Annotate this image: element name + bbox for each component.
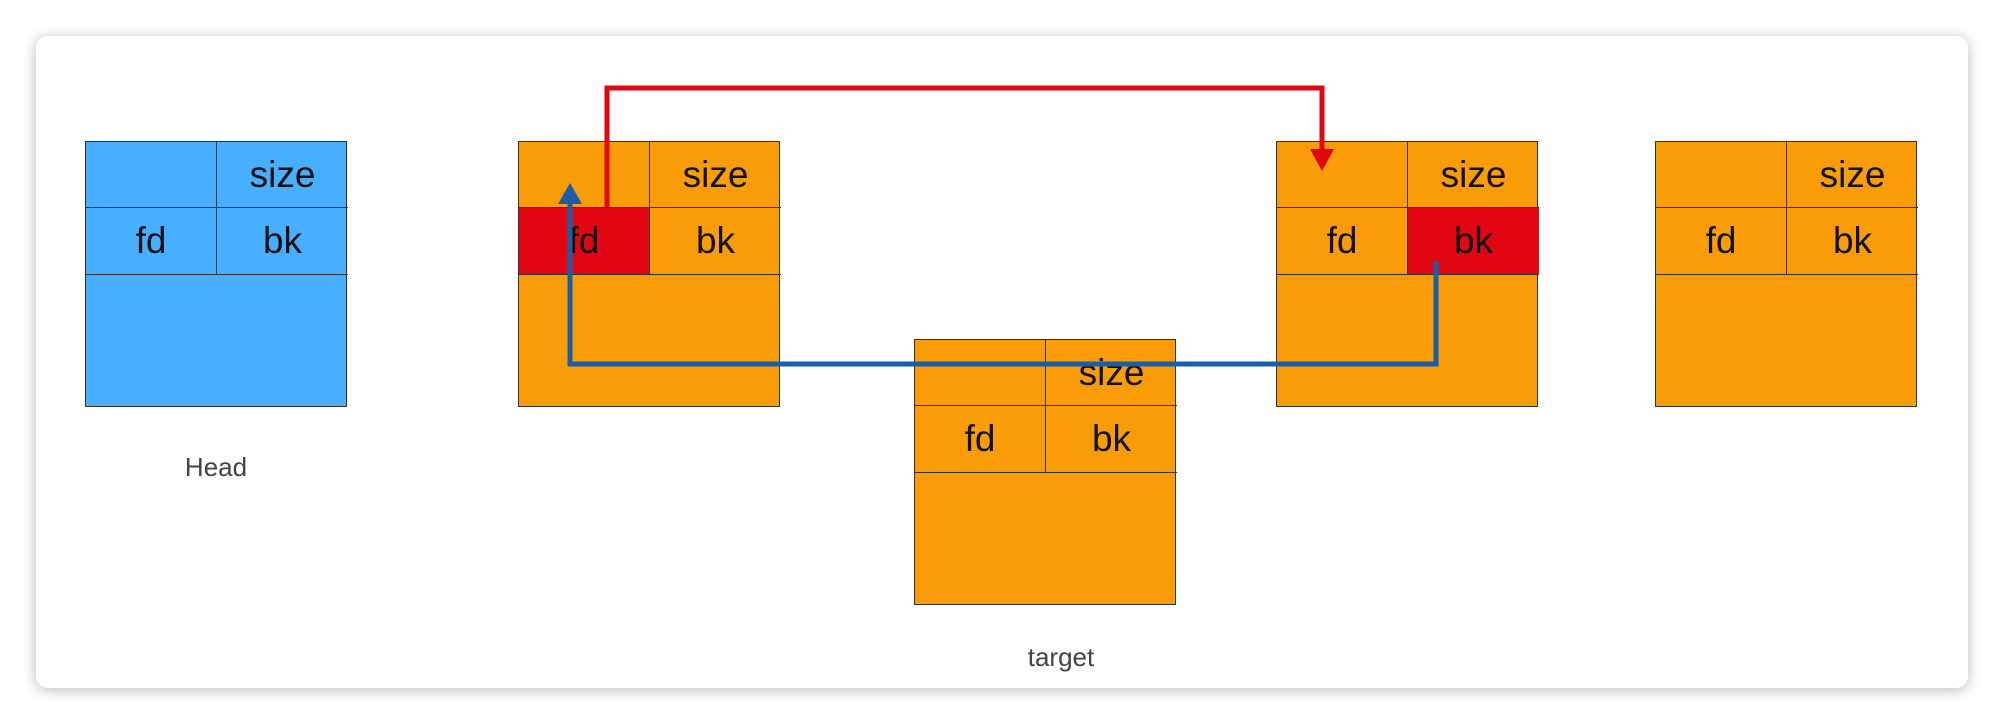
chunk-c-bk-field: bk <box>1787 208 1918 275</box>
head-chunk: size fd bk <box>85 141 348 407</box>
chunk-c-blank-field <box>1656 142 1787 208</box>
chunk-c-fd-field: fd <box>1656 208 1787 275</box>
chunk-c: size fd bk <box>1655 141 1918 407</box>
chunk-a-fd-field: fd <box>519 208 650 275</box>
chunk-a-bk-field: bk <box>650 208 781 275</box>
chunk-a: size fd bk <box>518 141 781 407</box>
chunk-c-size-field: size <box>1787 142 1918 208</box>
target-chunk: size fd bk <box>914 339 1177 605</box>
chunk-b-blank-field <box>1277 142 1408 208</box>
head-chunk-bk-field: bk <box>217 208 348 275</box>
target-chunk-blank-field <box>915 340 1046 406</box>
chunk-b: size fd bk <box>1276 141 1539 407</box>
chunk-a-blank-field <box>519 142 650 208</box>
head-chunk-blank-field <box>86 142 217 208</box>
target-chunk-fd-field: fd <box>915 406 1046 473</box>
chunk-b-fd-field: fd <box>1277 208 1408 275</box>
target-chunk-bk-field: bk <box>1046 406 1177 473</box>
chunk-b-size-field: size <box>1408 142 1539 208</box>
head-chunk-size-field: size <box>217 142 348 208</box>
target-caption: target <box>1027 642 1095 672</box>
head-chunk-fd-field: fd <box>86 208 217 275</box>
target-chunk-size-field: size <box>1046 340 1177 406</box>
chunk-a-size-field: size <box>650 142 781 208</box>
head-caption: Head <box>184 452 248 482</box>
chunk-b-bk-field: bk <box>1408 208 1539 275</box>
